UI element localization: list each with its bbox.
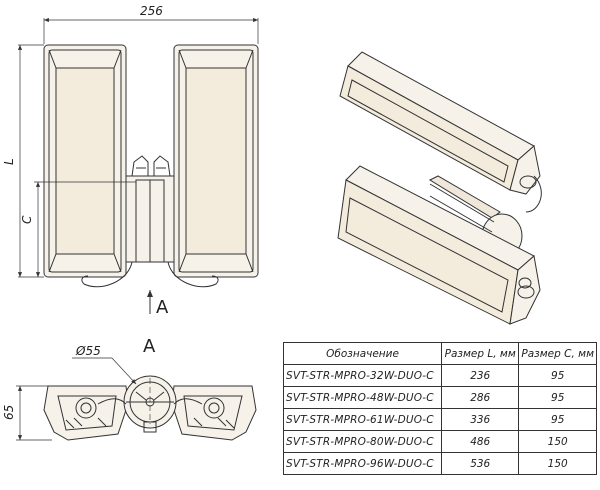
col-header-size-l: Размер L, мм	[441, 342, 520, 365]
size-l-cell: 536	[441, 452, 520, 475]
table-row: SVT-STR-MPRO-80W-DUO-C 486 150	[282, 430, 597, 453]
view-a	[16, 357, 257, 441]
model-cell: SVT-STR-MPRO-61W-DUO-C	[282, 408, 443, 431]
model-cell: SVT-STR-MPRO-32W-DUO-C	[282, 364, 443, 387]
table-row: SVT-STR-MPRO-32W-DUO-C 236 95	[282, 364, 597, 387]
diameter-label: Ø55	[75, 344, 101, 358]
size-c-cell: 150	[518, 452, 597, 475]
size-l-cell: 486	[441, 430, 520, 453]
isometric-view	[337, 51, 542, 325]
col-header-size-c: Размер C, мм	[518, 342, 597, 365]
specification-table: Обозначение Размер L, мм Размер C, мм SV…	[282, 342, 597, 475]
size-l-cell: 286	[441, 386, 520, 409]
length-dimension-label: L	[2, 158, 16, 165]
model-cell: SVT-STR-MPRO-48W-DUO-C	[282, 386, 443, 409]
size-c-cell: 95	[518, 408, 597, 431]
view-arrow-label: A	[156, 297, 169, 318]
size-l-cell: 336	[441, 408, 520, 431]
width-dimension-label: 256	[140, 4, 163, 18]
height-dimension-label: 65	[2, 405, 16, 420]
table-row: SVT-STR-MPRO-96W-DUO-C 536 150	[282, 452, 597, 475]
table-row: SVT-STR-MPRO-61W-DUO-C 336 95	[282, 408, 597, 431]
size-c-cell: 150	[518, 430, 597, 453]
view-a-title: A	[143, 336, 156, 357]
c-dimension-label: C	[20, 215, 34, 224]
front-view	[17, 17, 259, 314]
model-cell: SVT-STR-MPRO-96W-DUO-C	[282, 452, 443, 475]
size-c-cell: 95	[518, 386, 597, 409]
table-header-row: Обозначение Размер L, мм Размер C, мм	[282, 342, 597, 365]
size-l-cell: 236	[441, 364, 520, 387]
size-c-cell: 95	[518, 364, 597, 387]
model-cell: SVT-STR-MPRO-80W-DUO-C	[282, 430, 443, 453]
col-header-designation: Обозначение	[282, 342, 443, 365]
table-row: SVT-STR-MPRO-48W-DUO-C 286 95	[282, 386, 597, 409]
